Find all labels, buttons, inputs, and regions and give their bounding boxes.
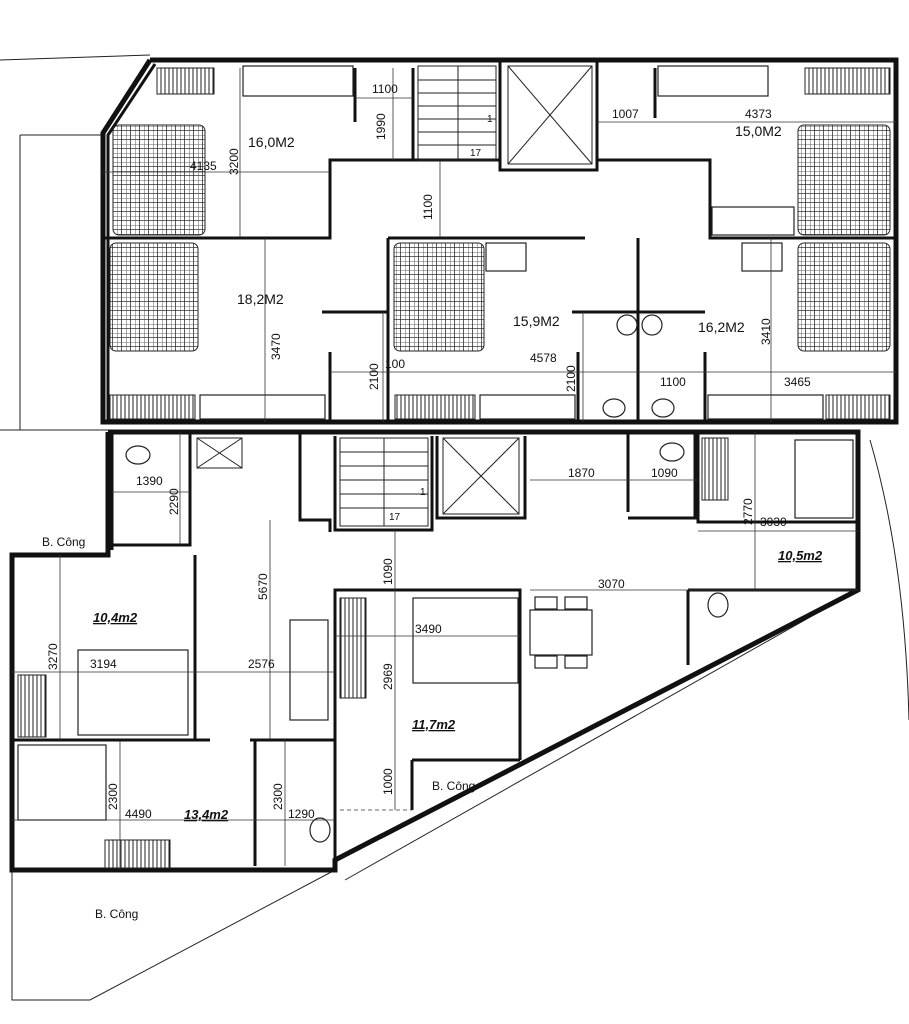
room-area-label: 16,2M2 — [698, 319, 745, 335]
room-area-label: 13,4m2 — [184, 807, 229, 822]
wardrobe — [109, 394, 196, 420]
stair-start-marker: 1 — [487, 114, 493, 125]
wardrobe — [825, 394, 891, 420]
bed — [112, 124, 206, 236]
dimension-label: 1390 — [136, 474, 163, 488]
dimension-label: 2770 — [741, 498, 755, 525]
dimension-label: 2576 — [248, 657, 275, 671]
dimension-label: 4490 — [125, 807, 152, 821]
site-boundary — [0, 54, 909, 1001]
room-area-label: 11,7m2 — [412, 717, 456, 732]
bed — [393, 242, 485, 352]
balcony-label: B. Công — [95, 907, 138, 921]
dimension-label: 3030 — [760, 515, 787, 529]
dining-table — [529, 609, 593, 656]
elevator-shaft — [442, 437, 520, 515]
bed — [412, 597, 519, 684]
bed — [17, 744, 107, 821]
dimension-label: 5670 — [256, 573, 270, 600]
room-area-label: 15,0M2 — [735, 123, 782, 139]
toilet-icon — [309, 817, 331, 843]
room-area-label: 16,0M2 — [248, 134, 295, 150]
toilet-icon — [602, 398, 626, 418]
room-area-label: 18,2M2 — [237, 291, 284, 307]
upper-dimension-lines — [103, 68, 896, 422]
lower-block-walls — [9, 429, 861, 873]
upper-labels: 16,0M2 15,0M2 18,2M2 15,9M2 16,2M2 1100 … — [190, 82, 811, 392]
dimension-label: 3470 — [269, 333, 283, 360]
stair — [339, 437, 429, 527]
stair-step-count: 17 — [389, 512, 401, 523]
dimension-label: 1100 — [372, 82, 398, 96]
bed — [797, 242, 891, 352]
dimension-label: 2290 — [167, 488, 181, 515]
bed — [109, 242, 199, 352]
upper-block-walls — [100, 57, 899, 425]
stair — [417, 65, 497, 161]
dimension-label: 2300 — [271, 783, 285, 810]
desk — [741, 242, 783, 272]
toilet-icon — [707, 592, 729, 618]
bed — [797, 124, 891, 236]
dimension-label: 1990 — [374, 113, 388, 140]
dimension-label: 3270 — [46, 643, 60, 670]
wardrobe — [701, 437, 729, 501]
wardrobe — [804, 67, 891, 95]
dimension-label: 1007 — [612, 107, 639, 121]
lower-dimension-lines — [12, 432, 858, 870]
dimension-label: 1100 — [421, 194, 435, 220]
stair-start-marker: 1 — [420, 487, 426, 498]
dimension-label: 1000 — [381, 768, 395, 795]
room-area-label: 10,4m2 — [93, 610, 138, 625]
dimension-label: 1090 — [381, 558, 395, 585]
dimension-label: 3070 — [598, 577, 625, 591]
desk — [485, 242, 527, 272]
wardrobe — [17, 674, 47, 738]
dimension-label: 2969 — [381, 663, 395, 690]
balcony-label: B. Công — [432, 779, 475, 793]
bed — [794, 439, 854, 519]
dimension-label: 4135 — [190, 159, 217, 173]
toilet-icon — [651, 398, 675, 418]
dimension-label: 1090 — [651, 466, 678, 480]
dimension-label: 3490 — [415, 622, 442, 636]
sofa — [289, 619, 329, 721]
lower-labels: 10,4m2 13,4m2 11,7m2 10,5m2 1390 2290 18… — [42, 466, 823, 921]
lower-furniture — [17, 437, 854, 869]
wardrobe — [394, 394, 476, 420]
upper-furniture — [109, 65, 891, 420]
wardrobe — [104, 839, 171, 869]
room-area-label: 15,9M2 — [513, 313, 560, 329]
room-area-label: 10,5m2 — [778, 548, 823, 563]
dimension-label: 2100 — [367, 363, 381, 390]
dimension-label: 2300 — [106, 783, 120, 810]
dimension-label: 1100 — [660, 375, 686, 389]
dimension-label: 3465 — [784, 375, 811, 389]
dimension-label: 2100 — [564, 365, 578, 392]
desk — [711, 206, 795, 236]
dimension-label: 4578 — [530, 351, 557, 365]
wardrobe — [156, 67, 215, 95]
stair-step-count: 17 — [470, 148, 482, 159]
dimension-label: 1290 — [288, 807, 315, 821]
balcony-label: B. Công — [42, 535, 85, 549]
bed — [77, 649, 189, 736]
toilet-icon — [125, 445, 151, 465]
dimension-label: 4373 — [745, 107, 772, 121]
dimension-label: 100 — [385, 357, 405, 371]
dimension-label: 1870 — [568, 466, 595, 480]
dimension-label: 3200 — [227, 148, 241, 175]
elevator-shaft — [507, 65, 593, 165]
dimension-label: 3194 — [90, 657, 117, 671]
toilet-icon — [659, 442, 685, 462]
dimension-label: 3410 — [759, 318, 773, 345]
wardrobe — [339, 597, 367, 699]
